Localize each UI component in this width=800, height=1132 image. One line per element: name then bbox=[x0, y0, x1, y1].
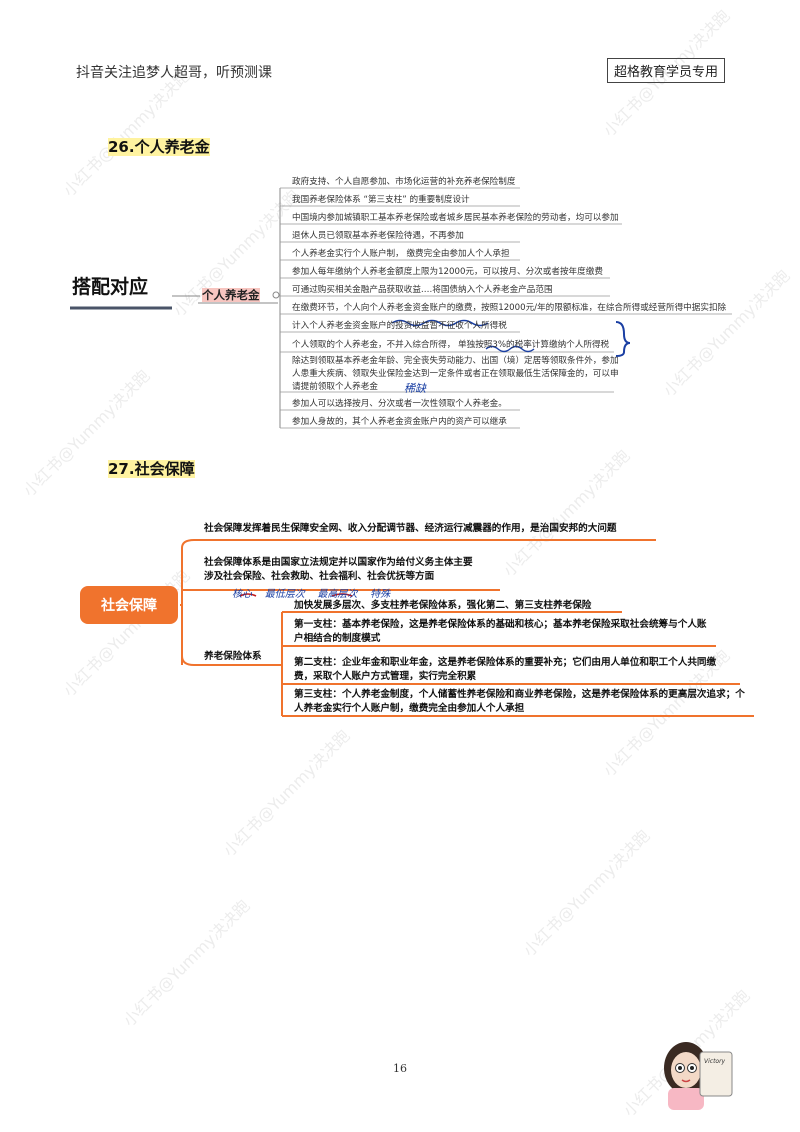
pillar-2: 第二支柱：企业年金和职业年金，这是养老保险体系的重要补充；它们由用人单位和职工个… bbox=[294, 657, 717, 682]
page-number: 16 bbox=[393, 1062, 407, 1075]
list-item: 中国境内参加城镇职工基本养老保险或者城乡居民基本养老保险的劳动者，均可以参加 bbox=[292, 213, 619, 223]
list-item: 社会保障发挥着民生保障安全网、收入分配调节器、经济运行减震器的作用，是治国安邦的… bbox=[204, 523, 617, 534]
section-title-27: 27.社会保障 bbox=[108, 460, 195, 478]
header-badge: 超格教育学员专用 bbox=[607, 58, 726, 83]
header-note: 抖音关注追梦人超哥，听预测课 bbox=[76, 65, 272, 81]
list-item: 除达到领取基本养老金年龄、完全丧失劳动能力、出国（境）定居等领取条件外，参加人患… bbox=[292, 356, 619, 392]
node-pairing: 搭配对应 bbox=[72, 276, 149, 298]
list-item: 加快发展多层次、多支柱养老保险体系，强化第二、第三支柱养老保险 bbox=[294, 600, 592, 611]
list-item: 在缴费环节，个人向个人养老金资金账户的缴费，按照12000元/年的限额标准，在综… bbox=[292, 303, 727, 313]
list-item: 个人养老金实行个人账户制， 缴费完全由参加人个人承担 bbox=[292, 249, 510, 259]
section-title-26: 26.个人养老金 bbox=[108, 138, 210, 156]
list-item: 计入个人养老金资金账户的投资收益暂不征收个人所得税 bbox=[292, 321, 507, 331]
list-item: 参加人可以选择按月、分次或者一次性领取个人养老金。 bbox=[292, 399, 507, 409]
list-item: 参加人每年缴纳个人养老金额度上限为12000元，可以按月、分次或者按年度缴费 bbox=[292, 267, 603, 277]
list-item: 个人领取的个人养老金，不并入综合所得， 单独按照3%的税率计算缴纳个人所得税 bbox=[292, 340, 610, 350]
sticker-text: Victory bbox=[704, 1058, 726, 1065]
list-item: 我国养老保险体系 “第三支柱” 的重要制度设计 bbox=[292, 195, 470, 205]
pillar-3: 第三支柱：个人养老金制度，个人储蓄性养老保险和商业养老保险，这是养老保险体系的更… bbox=[294, 689, 745, 714]
list-item: 涉及社会保险、社会救助、社会福利、社会优抚等方面 bbox=[204, 571, 435, 582]
pillar-1: 第一支柱：基本养老保险，这是养老保险体系的基础和核心；基本养老保险采取社会统筹与… bbox=[294, 619, 707, 644]
handwritten-note: 稀缺 bbox=[404, 382, 426, 395]
list-item: 退休人员已领取基本养老保险待遇，不再参加 bbox=[292, 231, 464, 241]
node-pension-system: 养老保险体系 bbox=[204, 651, 262, 662]
list-item: 参加人身故的，其个人养老金资金账户内的资产可以继承 bbox=[292, 417, 507, 427]
node-personal-pension: 个人养老金 bbox=[202, 288, 260, 302]
list-item: 政府支持、个人自愿参加、市场化运营的补充养老保险制度 bbox=[292, 177, 516, 187]
node-social-security: 社会保障 bbox=[80, 586, 178, 624]
list-item: 可通过购买相关金融产品获取收益….将国债纳入个人养老金产品范围 bbox=[292, 285, 553, 295]
list-item: 社会保障体系是由国家立法规定并以国家作为给付义务主体主要 bbox=[204, 557, 473, 568]
avatar-sticker: Victory bbox=[654, 1030, 736, 1110]
handwritten-note: 核心 最低层次 最高层次 特殊 bbox=[232, 589, 391, 600]
